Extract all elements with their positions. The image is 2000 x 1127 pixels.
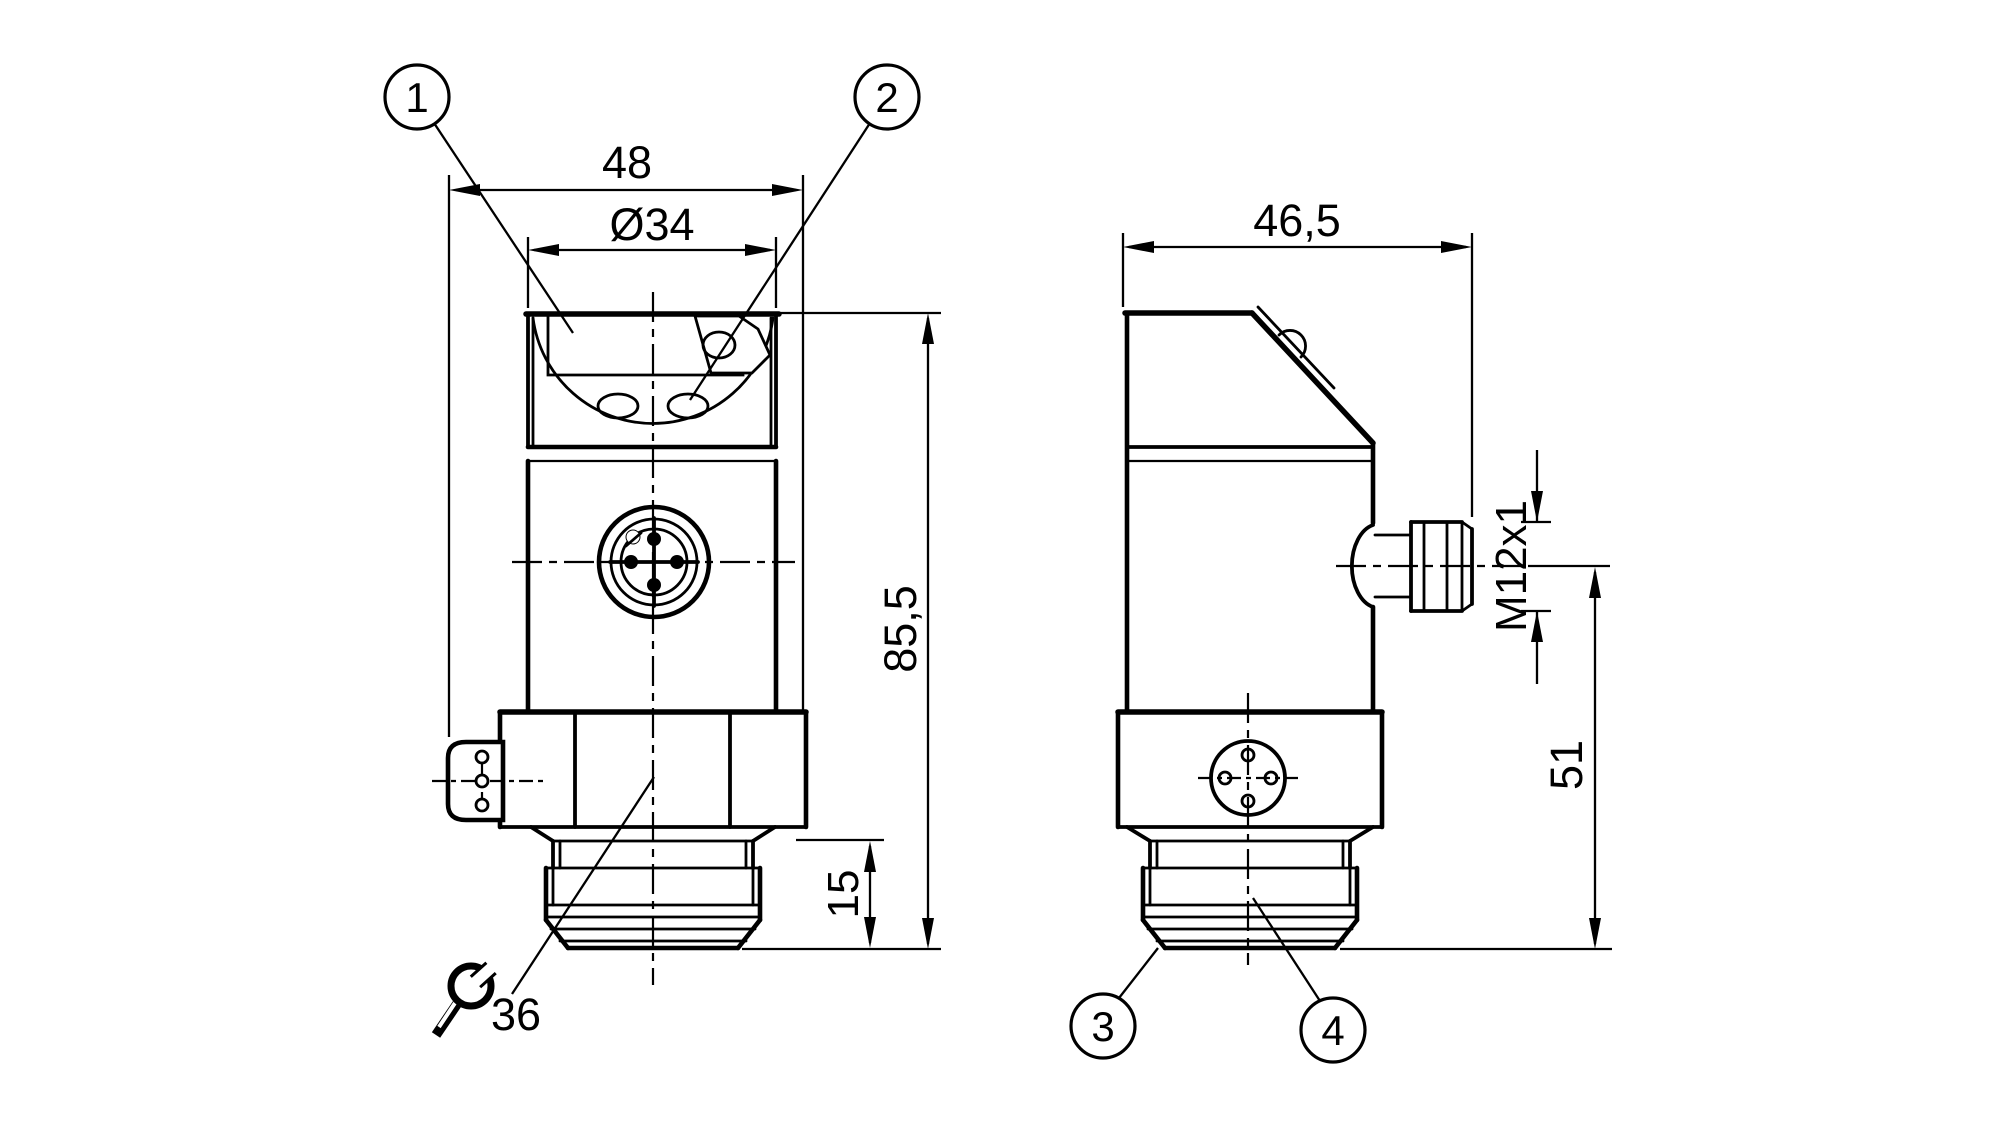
pushbutton-right-icon bbox=[666, 392, 710, 420]
callout-3-leader bbox=[1118, 947, 1159, 999]
dim-48-label: 48 bbox=[602, 137, 652, 188]
wrench-icon bbox=[431, 960, 498, 1038]
callout-2-circle bbox=[853, 63, 921, 131]
callout-3-number: 3 bbox=[1091, 1003, 1114, 1050]
m12-connector-face bbox=[512, 504, 795, 620]
front-view bbox=[432, 292, 809, 985]
callout-4-leader bbox=[1252, 897, 1321, 1002]
callout-1-circle bbox=[383, 63, 451, 131]
callout-2-leader bbox=[689, 122, 871, 401]
callout-3-circle bbox=[1069, 992, 1137, 1060]
dim-36-label: 36 bbox=[491, 989, 541, 1040]
side-view bbox=[1115, 305, 1610, 965]
display-bezel-edge bbox=[1256, 305, 1336, 390]
front-body bbox=[525, 458, 779, 715]
dimension-85-5: 85,5 bbox=[742, 311, 941, 951]
dim-85-5-label: 85,5 bbox=[875, 585, 926, 673]
side-body bbox=[1122, 305, 1376, 715]
pin-icon bbox=[647, 578, 661, 592]
dim-15-label: 15 bbox=[819, 870, 868, 919]
keying-notch bbox=[625, 529, 641, 545]
pin-icon bbox=[624, 555, 638, 569]
dimension-46-5: 46,5 bbox=[1121, 195, 1474, 517]
callout-2-number: 2 bbox=[875, 74, 898, 121]
dimension-48: 48 bbox=[447, 137, 805, 737]
callout-4-circle bbox=[1299, 996, 1367, 1064]
leader-36 bbox=[511, 776, 655, 995]
dimensions: 48 Ø34 85,5 15 bbox=[431, 137, 1612, 1040]
dim-51-label: 51 bbox=[1541, 740, 1592, 790]
led-window bbox=[693, 314, 772, 375]
dimension-m12x1: M12x1 bbox=[1487, 450, 1551, 684]
callout-1: 1 bbox=[383, 63, 574, 334]
button-bump bbox=[1277, 329, 1307, 359]
display-head bbox=[523, 311, 782, 463]
dimension-51: 51 bbox=[1340, 567, 1612, 951]
callout-1-leader bbox=[433, 122, 574, 334]
callout-3: 3 bbox=[1069, 947, 1159, 1060]
dimension-15: 15 bbox=[796, 838, 884, 948]
vent-plug bbox=[432, 739, 545, 823]
side-hex-nut bbox=[1115, 693, 1385, 965]
m12-connector-side bbox=[1336, 520, 1610, 613]
side-process-connection bbox=[1140, 839, 1360, 951]
callouts: 1 2 3 4 bbox=[383, 63, 1367, 1064]
dim-46-5-label: 46,5 bbox=[1253, 195, 1341, 246]
callout-4: 4 bbox=[1252, 897, 1367, 1064]
pin-icon bbox=[670, 555, 684, 569]
pin-icon bbox=[647, 532, 661, 546]
callout-2: 2 bbox=[689, 63, 921, 401]
wrench-size-36: 36 bbox=[431, 776, 655, 1040]
dimension-d34: Ø34 bbox=[526, 199, 778, 308]
front-process-connection bbox=[543, 839, 763, 951]
callout-4-number: 4 bbox=[1321, 1007, 1344, 1054]
sloped-display-face bbox=[1249, 310, 1376, 446]
led-lens-icon bbox=[701, 330, 737, 360]
callout-1-number: 1 bbox=[405, 74, 428, 121]
pushbutton-left-icon bbox=[596, 392, 640, 420]
dim-m12x1-label: M12x1 bbox=[1487, 500, 1536, 632]
dim-d34-label: Ø34 bbox=[609, 199, 694, 250]
